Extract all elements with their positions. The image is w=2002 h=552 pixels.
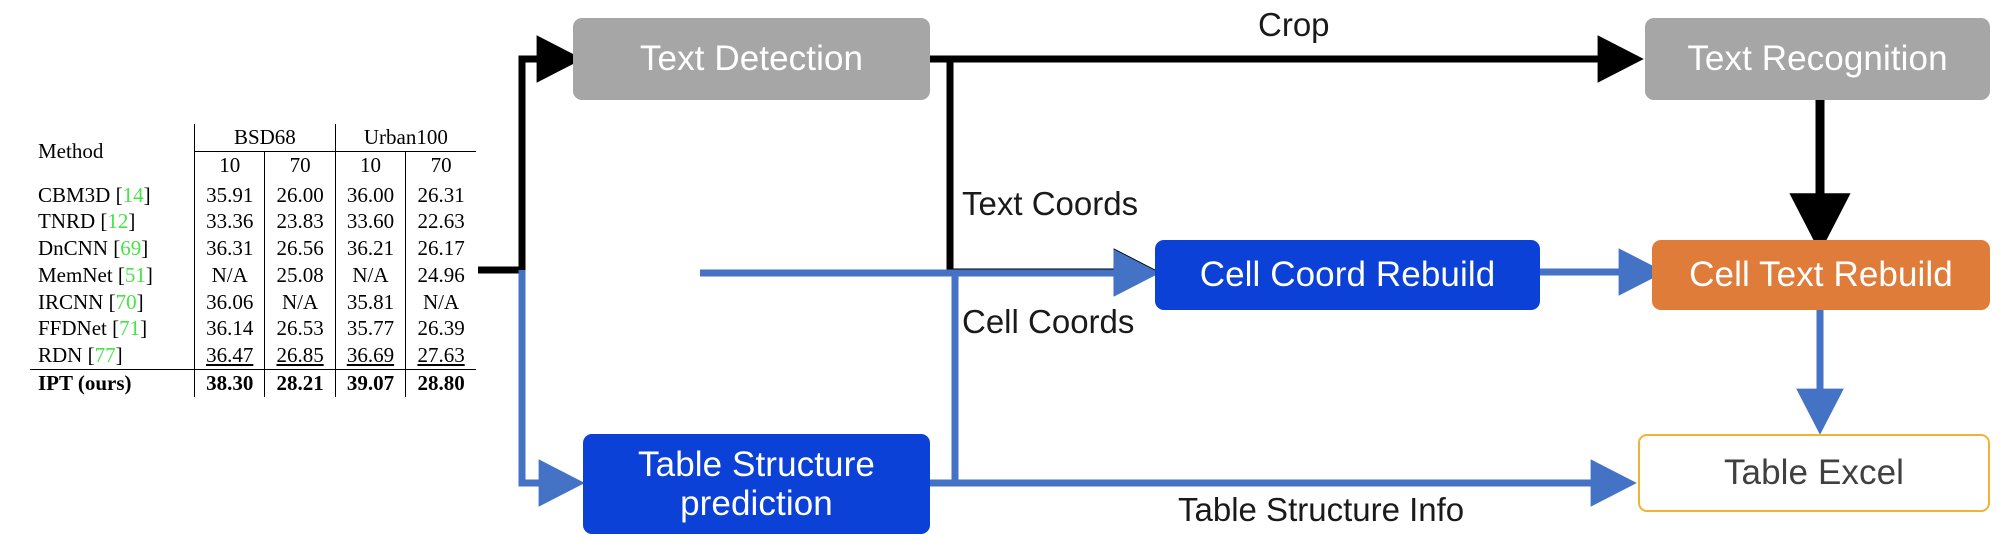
cell-method: TNRD [12] (30, 208, 195, 236)
cell-method: IPT (ours) (30, 368, 195, 397)
citation-ref: 77 (94, 343, 116, 368)
wire-table-trunk (478, 35, 585, 507)
cell-value: N/A (264, 288, 336, 316)
cell-value: 25.08 (264, 261, 336, 289)
cell-method: MemNet [51] (30, 261, 195, 289)
cell-value: 28.21 (264, 368, 336, 397)
header-method: Method (30, 124, 195, 179)
table-head: Method BSD68 Urban100 10 70 10 70 (30, 124, 476, 179)
node-table-structure-prediction-label-line1: Table Structure (638, 444, 875, 484)
cell-value: 26.56 (264, 235, 336, 262)
cell-value: 23.83 (264, 208, 336, 236)
citation-ref: 12 (107, 209, 129, 234)
edge-label-text-coords: Text Coords (962, 185, 1139, 222)
header-urban100-70: 70 (405, 151, 476, 179)
cell-value: 33.60 (334, 208, 406, 236)
cell-method: DnCNN [69] (30, 235, 195, 262)
cell-value: 26.85 (264, 342, 336, 370)
cell-value: 24.96 (405, 261, 476, 289)
cell-value: 36.06 (193, 288, 265, 316)
header-bsd68-10: 10 (219, 152, 241, 177)
cell-method: FFDNet [71] (30, 315, 195, 343)
cell-value: 36.47 (193, 342, 265, 370)
node-table-structure-prediction-label-line2: prediction (680, 484, 833, 523)
node-text-detection-label: Text Detection (639, 39, 864, 79)
cell-method: IRCNN [70] (30, 288, 195, 316)
node-text-recognition[interactable]: Text Recognition (1645, 18, 1990, 100)
cell-value: 35.81 (334, 288, 406, 316)
citation-ref: 51 (124, 262, 146, 287)
cell-value: N/A (405, 288, 476, 316)
cell-value: 26.17 (405, 235, 476, 262)
cell-method: RDN [77] (30, 342, 195, 370)
cell-value: N/A (334, 261, 406, 289)
node-cell-text-rebuild[interactable]: Cell Text Rebuild (1652, 240, 1990, 310)
edge-label-crop: Crop (1258, 6, 1330, 43)
cell-value: 28.80 (405, 368, 476, 397)
cell-value: 26.00 (264, 178, 336, 209)
cell-value: 35.77 (334, 315, 406, 343)
cell-value: 36.69 (334, 342, 406, 370)
node-cell-coord-rebuild-label: Cell Coord Rebuild (1199, 255, 1496, 295)
citation-ref: 70 (115, 289, 137, 314)
cell-value: 33.36 (193, 208, 265, 236)
cell-value: 35.91 (193, 178, 265, 209)
psnr-comparison-table: Method BSD68 Urban100 10 70 10 70 CBM3D … (30, 124, 476, 397)
cell-value: 36.14 (193, 315, 265, 343)
table-header-row-groups: Method BSD68 Urban100 (30, 124, 476, 179)
header-group-bsd68: BSD68 (194, 124, 336, 152)
cell-value: 36.31 (193, 235, 265, 262)
header-urban100-10: 10 (334, 151, 406, 179)
node-table-excel[interactable]: Table Excel (1638, 434, 1990, 512)
node-text-detection[interactable]: Text Detection (573, 18, 930, 100)
cell-value: 36.00 (334, 178, 406, 209)
node-text-recognition-label: Text Recognition (1687, 39, 1948, 79)
cell-value: 39.07 (334, 368, 406, 397)
node-table-excel-label: Table Excel (1723, 453, 1905, 493)
header-bsd68-70: 70 (264, 151, 336, 179)
citation-ref: 14 (122, 182, 144, 207)
cell-value: 36.21 (334, 235, 406, 262)
cell-value: 38.30 (193, 368, 265, 397)
citation-ref: 71 (119, 316, 141, 341)
cell-method: CBM3D [14] (30, 178, 195, 209)
header-group-urban100: Urban100 (334, 124, 476, 152)
node-cell-coord-rebuild[interactable]: Cell Coord Rebuild (1155, 240, 1540, 310)
edge-label-table-structure-info: Table Structure Info (1178, 491, 1465, 528)
cell-value: N/A (193, 261, 265, 289)
cell-value: 27.63 (405, 342, 476, 370)
cell-value: 26.53 (264, 315, 336, 343)
cell-value: 26.39 (405, 315, 476, 343)
table-header-row-subcols: 10 70 10 70 (30, 151, 476, 179)
citation-ref: 69 (120, 236, 142, 261)
node-table-structure-prediction[interactable]: Table Structure prediction (583, 434, 930, 534)
edge-label-cell-coords: Cell Coords (962, 303, 1135, 340)
table: Method BSD68 Urban100 10 70 10 70 CBM3D … (30, 124, 476, 397)
wire-text-coords (946, 62, 1160, 296)
cell-value: 22.63 (405, 208, 476, 236)
cell-value: 26.31 (405, 178, 476, 209)
node-cell-text-rebuild-label: Cell Text Rebuild (1689, 255, 1953, 295)
